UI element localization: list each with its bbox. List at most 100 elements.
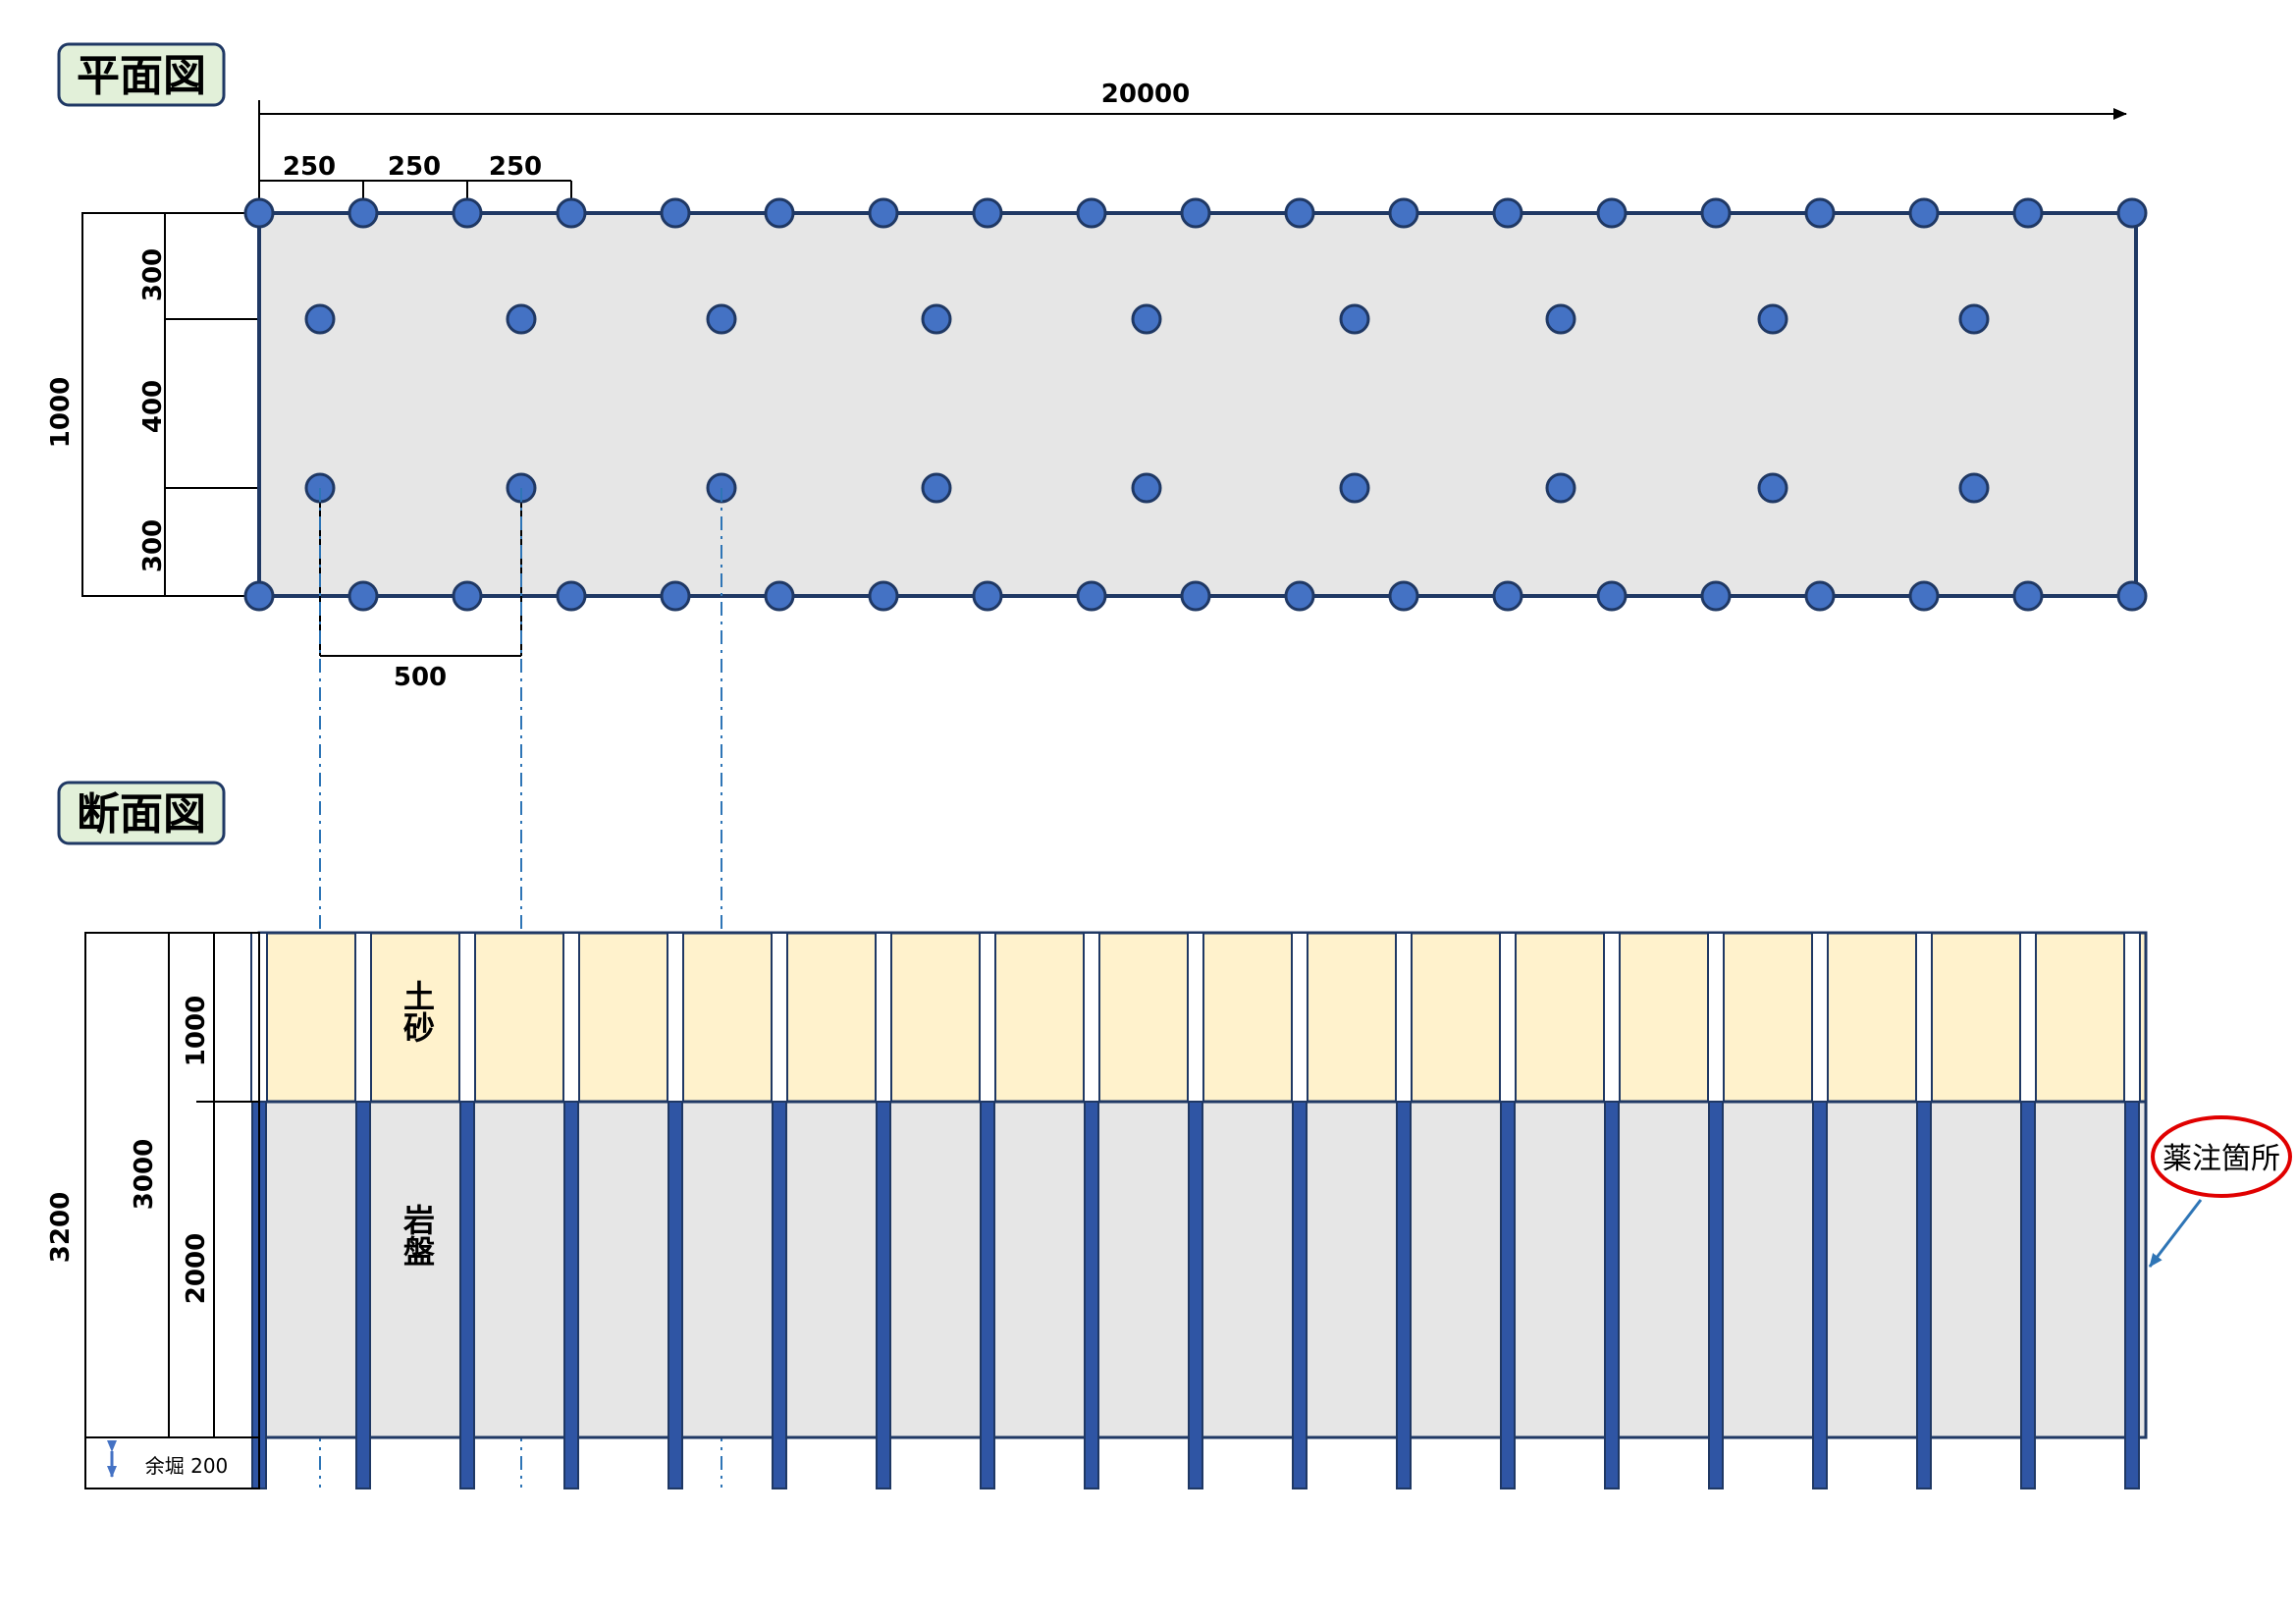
grout-column-soil xyxy=(1603,932,1621,1103)
section-soil-depth-label: 1000 xyxy=(182,996,211,1066)
hole-marker-perimeter xyxy=(972,580,1003,612)
section-depth-3000-label: 3000 xyxy=(130,1139,159,1210)
plan-view-title: 平面図 xyxy=(77,51,206,101)
hole-marker-perimeter xyxy=(868,580,899,612)
grout-column-soil xyxy=(1083,932,1100,1103)
hole-marker-interior xyxy=(1131,472,1162,504)
rock-layer-label: 岩盤 xyxy=(399,1204,436,1267)
hole-marker-interior xyxy=(921,472,952,504)
grout-column-soil xyxy=(562,932,580,1103)
grout-column-rock xyxy=(1604,1101,1620,1489)
plan-spacing-label-1: 250 xyxy=(283,152,336,182)
plan-width-segment-label-2: 400 xyxy=(138,380,168,433)
grout-column-rock xyxy=(355,1101,371,1489)
hole-marker-perimeter xyxy=(1804,580,1836,612)
hole-marker-perimeter xyxy=(2116,197,2148,229)
plan-width-dimension: 1000 300 400 300 xyxy=(46,212,320,597)
grout-column-soil xyxy=(2019,932,2037,1103)
grout-column-rock xyxy=(1500,1101,1516,1489)
grout-column-rock xyxy=(772,1101,787,1489)
grout-column-soil xyxy=(2123,932,2141,1103)
hole-marker-perimeter xyxy=(2012,580,2044,612)
hole-marker-interior xyxy=(1339,472,1370,504)
hole-marker-interior xyxy=(1131,303,1162,335)
grout-column-soil xyxy=(458,932,476,1103)
hole-marker-perimeter xyxy=(1596,197,1628,229)
hole-marker-perimeter xyxy=(1492,197,1523,229)
grout-column-soil xyxy=(1915,932,1933,1103)
callout-leader-arrow-icon xyxy=(2148,1199,2203,1268)
hole-marker-interior xyxy=(304,303,336,335)
hole-marker-perimeter xyxy=(347,580,379,612)
hole-marker-interior xyxy=(1757,303,1789,335)
grout-column-rock xyxy=(1812,1101,1828,1489)
hole-marker-perimeter xyxy=(764,580,795,612)
hole-marker-interior xyxy=(1958,472,1990,504)
plan-area xyxy=(257,211,2138,598)
hole-marker-perimeter xyxy=(1180,197,1211,229)
hole-marker-perimeter xyxy=(556,580,587,612)
plan-width-segment-label-1: 300 xyxy=(138,248,168,301)
hole-marker-perimeter xyxy=(452,580,483,612)
plan-spacing-label-3: 250 xyxy=(489,152,542,182)
section-view-title: 断面図 xyxy=(77,789,206,839)
hole-marker-perimeter xyxy=(1492,580,1523,612)
hole-marker-perimeter xyxy=(1076,197,1107,229)
hole-marker-perimeter xyxy=(1908,197,1940,229)
hole-marker-perimeter xyxy=(243,197,275,229)
grout-column-soil xyxy=(1811,932,1829,1103)
plan-title-box: 平面図 xyxy=(57,42,226,107)
grout-column-soil xyxy=(1499,932,1517,1103)
grout-column-rock xyxy=(1292,1101,1308,1489)
hole-marker-perimeter xyxy=(347,197,379,229)
grout-column-rock xyxy=(876,1101,891,1489)
hole-marker-interior xyxy=(1339,303,1370,335)
grout-column-soil xyxy=(771,932,788,1103)
hole-marker-perimeter xyxy=(1388,580,1419,612)
hole-marker-perimeter xyxy=(2116,580,2148,612)
grout-column-rock xyxy=(2124,1101,2140,1489)
grout-column-rock xyxy=(2020,1101,2036,1489)
hole-marker-perimeter xyxy=(1596,580,1628,612)
section-rock-depth-label: 2000 xyxy=(182,1233,211,1304)
hole-marker-perimeter xyxy=(1284,197,1315,229)
plan-total-length-label: 20000 xyxy=(1101,80,1190,109)
hole-marker-perimeter xyxy=(764,197,795,229)
grout-column-soil xyxy=(1187,932,1204,1103)
grout-column-soil xyxy=(1707,932,1725,1103)
plan-spacing-label-2: 250 xyxy=(388,152,441,182)
hole-marker-perimeter xyxy=(1076,580,1107,612)
grout-column-rock xyxy=(1708,1101,1724,1489)
grout-column-soil xyxy=(1291,932,1308,1103)
plan-row-offset-label: 500 xyxy=(394,663,447,692)
plan-spacing-dimension: 250 250 250 xyxy=(259,152,572,211)
hole-marker-interior xyxy=(1958,303,1990,335)
hole-marker-perimeter xyxy=(2012,197,2044,229)
hole-marker-interior xyxy=(1545,472,1576,504)
hole-marker-perimeter xyxy=(1388,197,1419,229)
hole-marker-perimeter xyxy=(660,580,691,612)
overdig-label: 余堀 200 xyxy=(145,1454,229,1478)
grout-column-rock xyxy=(667,1101,683,1489)
grout-column-rock xyxy=(980,1101,995,1489)
plan-width-total-label: 1000 xyxy=(46,377,76,448)
hole-marker-perimeter xyxy=(243,580,275,612)
grout-column-soil xyxy=(1395,932,1413,1103)
section-total-depth-label: 3200 xyxy=(46,1192,76,1263)
hole-marker-perimeter xyxy=(1804,197,1836,229)
grout-location-callout: 薬注箇所 xyxy=(2148,1115,2292,1268)
perimeter-holes xyxy=(243,197,2148,612)
hole-marker-interior xyxy=(1545,303,1576,335)
grout-column-rock xyxy=(563,1101,579,1489)
hole-marker-perimeter xyxy=(1284,580,1315,612)
grout-column-soil xyxy=(354,932,372,1103)
grout-column-rock xyxy=(1084,1101,1099,1489)
hole-marker-perimeter xyxy=(556,197,587,229)
grout-column-rock xyxy=(1396,1101,1412,1489)
hole-marker-perimeter xyxy=(452,197,483,229)
grout-column-rock xyxy=(459,1101,475,1489)
grout-column-soil xyxy=(667,932,684,1103)
plan-width-segment-label-3: 300 xyxy=(138,519,168,572)
section-title-box: 断面図 xyxy=(57,781,226,845)
hole-marker-perimeter xyxy=(868,197,899,229)
